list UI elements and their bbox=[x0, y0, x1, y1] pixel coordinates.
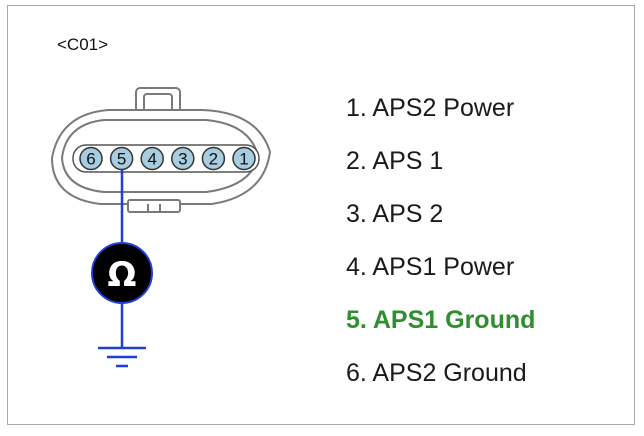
diagram-frame bbox=[7, 5, 635, 425]
pin-description-list: 1. APS2 Power 2. APS 1 3. APS 2 4. APS1 … bbox=[346, 92, 535, 410]
pin-label-3: 3 bbox=[178, 150, 187, 169]
pin-3 bbox=[171, 146, 195, 171]
ground-symbol bbox=[98, 346, 146, 368]
pin-item: 2. APS 1 bbox=[346, 147, 444, 175]
pin-label-1: 1 bbox=[239, 150, 248, 169]
pin-item: 6. APS2 Ground bbox=[346, 359, 527, 387]
pin-item: 1. APS2 Power bbox=[346, 94, 515, 122]
pin-4 bbox=[140, 146, 164, 171]
pin-2 bbox=[201, 146, 226, 171]
pin-5 bbox=[109, 146, 134, 171]
pin-6 bbox=[79, 146, 103, 171]
pin-item: 3. APS 2 bbox=[346, 200, 444, 228]
pin-label-4: 4 bbox=[147, 150, 156, 169]
pin-label-6: 6 bbox=[86, 150, 95, 169]
ohm-symbol: Ω bbox=[108, 255, 137, 295]
pin-1 bbox=[232, 146, 256, 171]
pin-label-2: 2 bbox=[209, 150, 218, 169]
pin-label-5: 5 bbox=[117, 150, 126, 169]
pin-item: 4. APS1 Power bbox=[346, 253, 515, 281]
pin-group: 6 5 4 3 2 1 bbox=[79, 146, 256, 171]
pin-item-highlighted: 5. APS1 Ground bbox=[346, 306, 536, 334]
connector-id-label: <C01> bbox=[57, 35, 109, 54]
